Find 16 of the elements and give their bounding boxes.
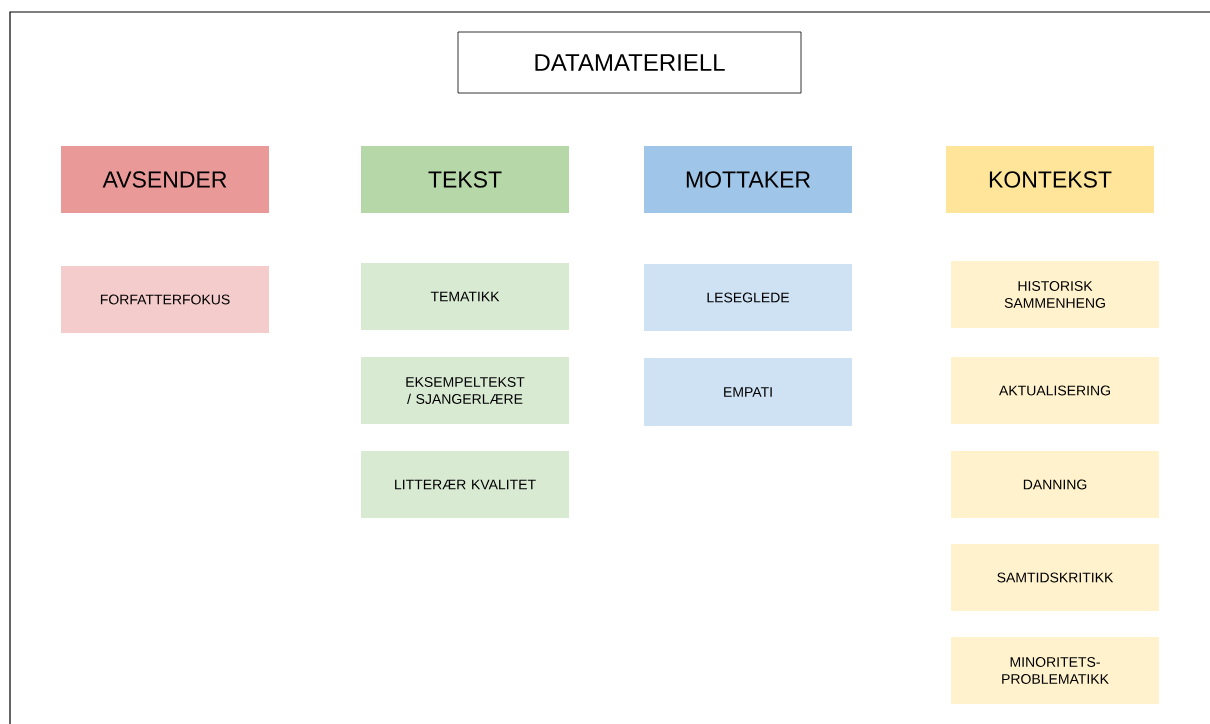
topic-box: LESEGLEDE [644,264,852,331]
title-box: DATAMATERIELL [457,31,802,94]
category-box: TEKST [361,146,569,213]
category-box: MOTTAKER [644,146,852,213]
topic-box: AKTUALISERING [951,357,1159,424]
category-box: KONTEKST [946,146,1154,213]
topic-box: SAMTIDSKRITIKK [951,544,1159,611]
topic-box: DANNING [951,451,1159,518]
topic-box: LITTERÆR KVALITET [361,451,569,518]
topic-box: TEMATIKK [361,263,569,330]
topic-box: EMPATI [644,358,852,426]
topic-box: HISTORISK SAMMENHENG [951,261,1159,328]
topic-box: MINORITETS- PROBLEMATIKK [951,637,1159,704]
topic-box: FORFATTERFOKUS [61,266,269,333]
category-box: AVSENDER [61,146,269,213]
topic-box: EKSEMPELTEKST / SJANGERLÆRE [361,357,569,424]
